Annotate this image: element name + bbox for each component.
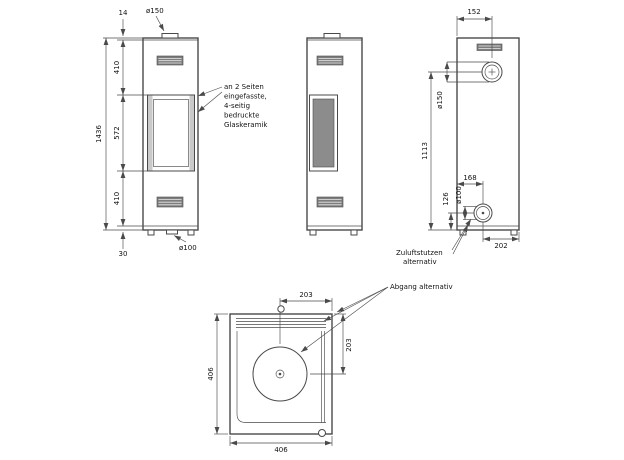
dim-rear-inlet-offset: 168	[463, 174, 476, 182]
dim-top-flue-to-back: 203	[345, 338, 353, 351]
glass-note-line-4: bedruckte	[224, 112, 259, 120]
side-foot-left	[309, 229, 317, 236]
dim-rear-side-offset: 202	[494, 242, 507, 250]
dim-rear-flue-diameter: ø150	[436, 91, 444, 109]
dim-front-floor-outlet-diameter: ø100	[179, 244, 197, 252]
front-foot-left	[147, 229, 155, 236]
air-inlet-label-line-2: alternativ	[403, 258, 437, 266]
dim-top-flue-to-side: 203	[299, 291, 312, 299]
dim-top-depth: 406	[207, 367, 215, 381]
dim-rear-inlet-diameter: ø100	[455, 186, 463, 204]
glass-note-line-1: an 2 Seiten	[224, 83, 264, 91]
top-rear-outlet-stub	[277, 305, 285, 313]
side-flue-collar	[323, 33, 341, 39]
dim-rear-inlet-height: 126	[442, 192, 450, 206]
rear-top-vent	[476, 43, 503, 51]
flue-outlet-annotation: Abgang alternativ	[300, 283, 453, 353]
dim-front-total-height: 1436	[95, 125, 103, 143]
dim-rear-flue-height: 1113	[421, 142, 429, 160]
dim-front-top-inset: 14	[119, 9, 128, 17]
rear-view	[456, 37, 520, 236]
front-flue-collar	[161, 33, 179, 39]
flue-outlet-label: Abgang alternativ	[390, 283, 453, 291]
top-dimensions: 203 203 406 406	[207, 291, 353, 454]
top-foot-circle	[318, 429, 326, 437]
top-inner-wall	[236, 331, 326, 423]
side-view	[306, 33, 363, 236]
glass-note-line-5: Glaskeramik	[224, 121, 268, 129]
glass-note-line-3: 4-seitig	[224, 102, 250, 110]
dim-rear-flue-offset: 152	[467, 8, 480, 16]
dim-front-base: 30	[119, 250, 128, 258]
dim-front-lower: 410	[113, 192, 121, 205]
front-view	[142, 33, 199, 236]
dim-top-width: 406	[274, 446, 288, 454]
glass-annotation: an 2 Seiten eingefasste, 4-seitig bedruc…	[197, 83, 268, 129]
front-foot-right	[187, 229, 195, 236]
rear-foot-right	[510, 229, 518, 236]
dim-front-upper: 410	[113, 61, 121, 74]
dim-front-glass-height: 572	[113, 126, 121, 139]
front-dimensions: 1436 14 410 572 410 30 ø150 ø100	[95, 7, 197, 258]
rear-dimensions: 152 ø150 1113 126 ø100 168 202	[421, 8, 520, 250]
top-flue-circle	[252, 346, 308, 402]
dim-front-flue-diameter: ø150	[146, 7, 164, 15]
side-foot-right	[350, 229, 358, 236]
front-floor-outlet	[166, 229, 178, 235]
top-view	[229, 313, 333, 437]
air-inlet-annotation: Zuluftstutzen alternativ	[396, 218, 472, 266]
front-glass-window	[147, 94, 195, 172]
air-inlet-label-line-1: Zuluftstutzen	[396, 249, 443, 257]
glass-note-line-2: eingefasste,	[224, 93, 267, 101]
